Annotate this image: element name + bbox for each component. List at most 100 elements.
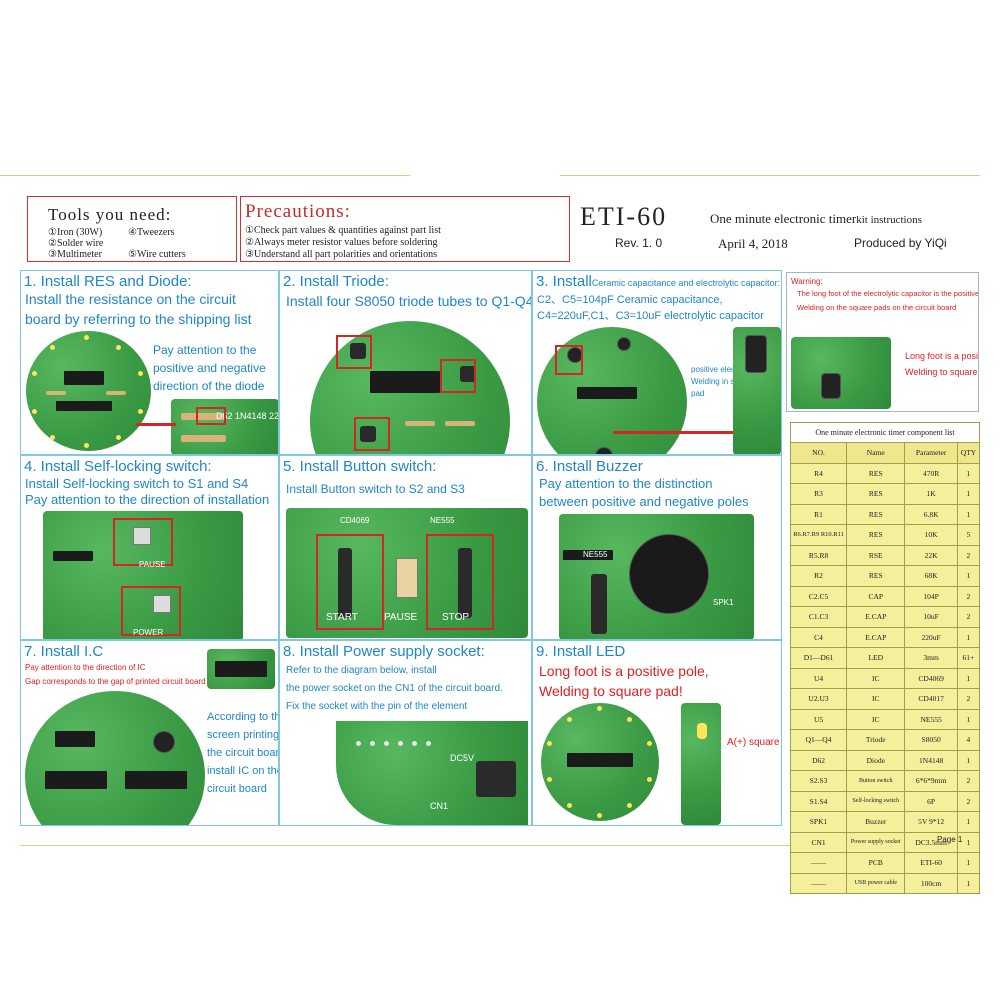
table-cell: CN1: [789, 831, 848, 853]
table-cell: SPK1: [789, 811, 848, 833]
tools-box: Tools you need: ①Iron (30W) ④Tweezers ②S…: [27, 196, 237, 262]
producer: Produced by YiQi: [854, 236, 947, 250]
step-8-title: 8. Install Power supply socket:: [283, 643, 485, 660]
step-2-title: 2. Install Triode:: [283, 273, 389, 290]
page-number: Page 1: [937, 835, 963, 844]
table-cell: 6.8K: [904, 503, 958, 525]
table-cell: 1: [956, 811, 981, 833]
tools-item: ⑤Wire cutters: [128, 249, 186, 260]
table-cell: 1: [956, 667, 981, 689]
precautions-title: Precautions:: [245, 201, 351, 222]
table-cell: 1: [956, 872, 981, 894]
step-3-title: 3. InstallCeramic capacitance and electr…: [536, 273, 780, 290]
step-9-text: Welding to square pad!: [539, 683, 683, 699]
table-cell: ——: [789, 852, 848, 874]
table-cell: LED: [846, 647, 906, 669]
top-rule-left: [0, 175, 410, 176]
table-cell: 2: [956, 585, 981, 607]
table-header: QTY: [956, 442, 981, 464]
table-cell: S8050: [904, 729, 958, 751]
pcb-silkscreen: START: [326, 612, 358, 623]
table-cell: 470R: [904, 462, 958, 484]
step-9-panel: 9. Install LED Long foot is a positive p…: [532, 640, 782, 826]
step-8-panel: 8. Install Power supply socket: Refer to…: [279, 640, 532, 826]
table-cell: 1: [956, 626, 981, 648]
table-cell: Q1—Q4: [789, 729, 848, 751]
step-3-title-main: 3. Install: [536, 273, 592, 290]
table-cell: RES: [846, 524, 906, 546]
arrow: [136, 423, 176, 426]
step-6-text: between positive and negative poles: [539, 494, 749, 509]
pcb-image: [336, 721, 528, 825]
table-cell: E.CAP: [846, 606, 906, 628]
step-7-note: screen printing on: [207, 729, 279, 741]
table-cell: 68K: [904, 565, 958, 587]
table-cell: E.CAP: [846, 626, 906, 648]
table-cell: 2: [956, 688, 981, 710]
highlight-box: [555, 345, 583, 375]
pcb-closeup: [207, 649, 275, 689]
step-5-panel: 5. Install Button switch: Install Button…: [279, 455, 532, 640]
step-8-text: Fix the socket with the pin of the eleme…: [286, 701, 468, 712]
model-title: ETI-60: [580, 202, 668, 231]
table-cell: 10K: [904, 524, 958, 546]
pcb-silkscreen: NE555: [430, 516, 455, 525]
warning-text: The long foot of the electrolytic capaci…: [797, 289, 979, 298]
warning-text: Welding on the square pads on the circui…: [797, 303, 957, 312]
step-7-note: circuit board: [207, 783, 267, 795]
table-cell: IC: [846, 667, 906, 689]
table-cell: CD4017: [904, 688, 958, 710]
table-cell: IC: [846, 708, 906, 730]
pcb-silkscreen: STOP: [442, 612, 470, 623]
table-cell: C1.C3: [789, 606, 848, 628]
highlight-box: [336, 335, 372, 369]
step-9-note: A(+) square pad: [727, 737, 781, 748]
table-cell: Self-locking switch: [846, 790, 906, 812]
highlight-box: [316, 534, 384, 630]
table-cell: R5.R8: [789, 544, 848, 566]
step-1-note: positive and negative: [153, 361, 266, 375]
pcb-image: [25, 691, 205, 825]
subtitle-small: kit instructions: [856, 214, 922, 226]
step-1-note: direction of the diode: [153, 379, 265, 393]
step-5-text: Install Button switch to S2 and S3: [286, 482, 465, 496]
step-6-text: Pay attention to the distinction: [539, 476, 713, 491]
table-cell: IC: [846, 688, 906, 710]
pcb-silkscreen: PAUSE: [384, 612, 418, 623]
step-3-panel: 3. InstallCeramic capacitance and electr…: [532, 270, 782, 455]
highlight-box: [113, 518, 173, 566]
pcb-silkscreen: CN1: [430, 801, 449, 811]
highlight-box: [121, 586, 181, 636]
step-9-title: 9. Install LED: [536, 643, 626, 660]
table-cell: 1: [956, 503, 981, 525]
table-cell: 22K: [904, 544, 958, 566]
pcb-silkscreen: SPK1: [713, 598, 734, 607]
table-cell: Power supply socket: [846, 831, 906, 853]
step-1-note: Pay attention to the: [153, 343, 257, 357]
step-5-title: 5. Install Button switch:: [283, 458, 437, 475]
step-3-note: pad: [691, 389, 705, 398]
warning-label: Warning:: [791, 277, 823, 286]
table-cell: 2: [956, 790, 981, 812]
step-7-note: According to the: [207, 711, 279, 723]
step-4-text: Pay attention to the direction of instal…: [25, 492, 270, 507]
step-7-title: 7. Install I.C: [24, 643, 104, 660]
table-cell: D62: [789, 749, 848, 771]
step-1-title: 1. Install RES and Diode:: [24, 273, 192, 290]
pcb-silkscreen: POWER: [133, 628, 164, 637]
table-cell: 104P: [904, 585, 958, 607]
table-cell: U5: [789, 708, 848, 730]
table-cell: 5: [956, 524, 981, 546]
table-cell: S1.S4: [789, 790, 848, 812]
table-cell: R4: [789, 462, 848, 484]
arrow: [613, 431, 733, 434]
precaution-item: ①Check part values & quantities against …: [245, 225, 441, 236]
pcb-closeup: [681, 703, 721, 825]
warning-note: Welding to square pad!: [905, 367, 978, 377]
